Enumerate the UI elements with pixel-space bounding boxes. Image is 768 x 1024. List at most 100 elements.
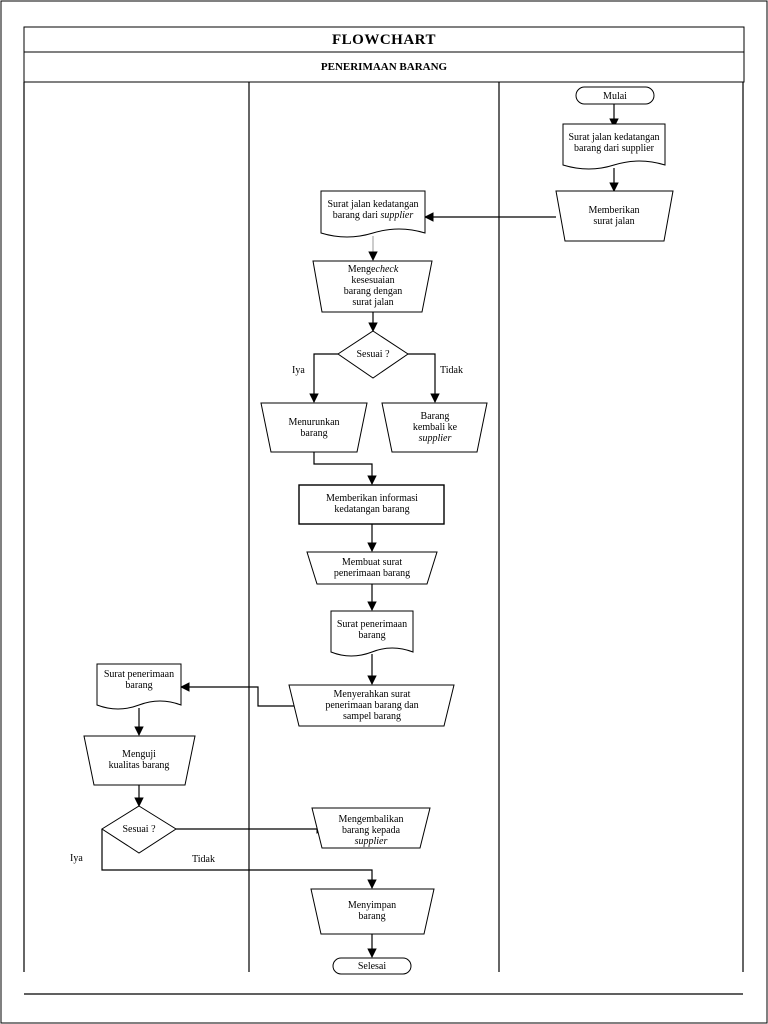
node-label-line: supplier (419, 433, 452, 444)
connectors (101, 104, 619, 958)
node-label-line: check (376, 264, 399, 275)
node-label-line: kembali ke (413, 422, 458, 433)
node-label-line: Memberikan informasi (326, 493, 418, 504)
node-label-line: barang kepada (342, 825, 401, 836)
page-subtitle: PENERIMAAN BARANG (321, 61, 448, 73)
edge-sesuai-iya (309, 353, 338, 403)
edge-label-iya-1: Iya (292, 365, 305, 376)
edge-label-tidak-1: Tidak (440, 365, 463, 376)
node-label-line: kualitas barang (109, 760, 170, 771)
node-label-line: Selesai (358, 961, 387, 972)
node-label-line: Surat jalan kedatangan (568, 132, 659, 143)
edge-sesuai-tidak (408, 353, 440, 403)
manual-operation-shape (312, 260, 433, 313)
node-label-line: Menyerahkan surat (334, 689, 411, 700)
node-sesuai-1: Sesuai ? (337, 330, 409, 379)
manual-operation-shape (555, 190, 674, 242)
edge-sesuai-iya-menyimpan (101, 829, 377, 889)
node-label-line: barang dari supplier (574, 143, 655, 154)
node-label-line: sampel barang (343, 711, 401, 722)
terminator-shape (575, 86, 655, 105)
document-shape (562, 123, 666, 170)
node-label-line: surat jalan (352, 297, 393, 308)
manual-operation-shape (260, 402, 368, 453)
node-label-line: penerimaan barang (334, 568, 410, 579)
decision-shape (337, 330, 409, 379)
document-shape (330, 610, 414, 657)
page-title: FLOWCHART (332, 32, 436, 48)
node-mulai-label: Mulai (603, 91, 627, 102)
node-label-line: barang dari (333, 210, 381, 221)
decision-shape (101, 805, 177, 854)
node-mulai: Mulai (575, 86, 655, 105)
node-label-line: Menguji (122, 749, 156, 760)
node-label-line: Barang (421, 411, 450, 422)
terminator-shape (332, 957, 412, 975)
edge-label-iya-2: Iya (70, 853, 83, 864)
node-label-line: Menurunkan (288, 417, 339, 428)
document-shape (96, 663, 182, 710)
node-label-line: Mengembalikan (339, 814, 404, 825)
node-label-line: barang (358, 630, 385, 641)
manual-operation-shape (288, 684, 455, 727)
node-sesuai-1-label: Sesuai ? (356, 349, 390, 360)
node-label-line: barang (300, 428, 327, 439)
node-label-line: penerimaan barang dan (325, 700, 418, 711)
manual-operation-shape (310, 888, 435, 935)
node-label-line: Menyimpan (348, 900, 396, 911)
node-sesuai-2-label: Sesuai ? (122, 824, 156, 835)
node-label-line: Surat penerimaan (337, 619, 407, 630)
node-label-line: kedatangan barang (334, 504, 409, 515)
edge-menurunkan-informasi (313, 452, 377, 485)
node-label-line: Memberikan (588, 205, 639, 216)
node-label-line: barang (125, 680, 152, 691)
node-sesuai-2: Sesuai ? (101, 805, 177, 854)
node-selesai-label: Selesai (358, 961, 387, 972)
node-label-line: Membuat surat (342, 557, 402, 568)
document-shape (320, 190, 426, 238)
node-label-line: supplier (355, 836, 388, 847)
edge-label-tidak-2: Tidak (192, 854, 215, 865)
node-label-line: Menge (348, 264, 376, 275)
manual-operation-shape (311, 807, 431, 849)
node-label-line: Sesuai ? (122, 824, 156, 835)
node-selesai: Selesai (332, 957, 412, 975)
node-label-line: kesesuaian (351, 275, 394, 286)
subtitle-box (23, 51, 745, 83)
node-label-line: Mulai (603, 91, 627, 102)
manual-operation-shape (83, 735, 196, 786)
node-label-line: Sesuai ? (356, 349, 390, 360)
edge-menyerahkan-surat-lab (180, 682, 299, 707)
node-label-line: Surat jalan kedatangan (327, 199, 418, 210)
process-shape (298, 484, 445, 525)
